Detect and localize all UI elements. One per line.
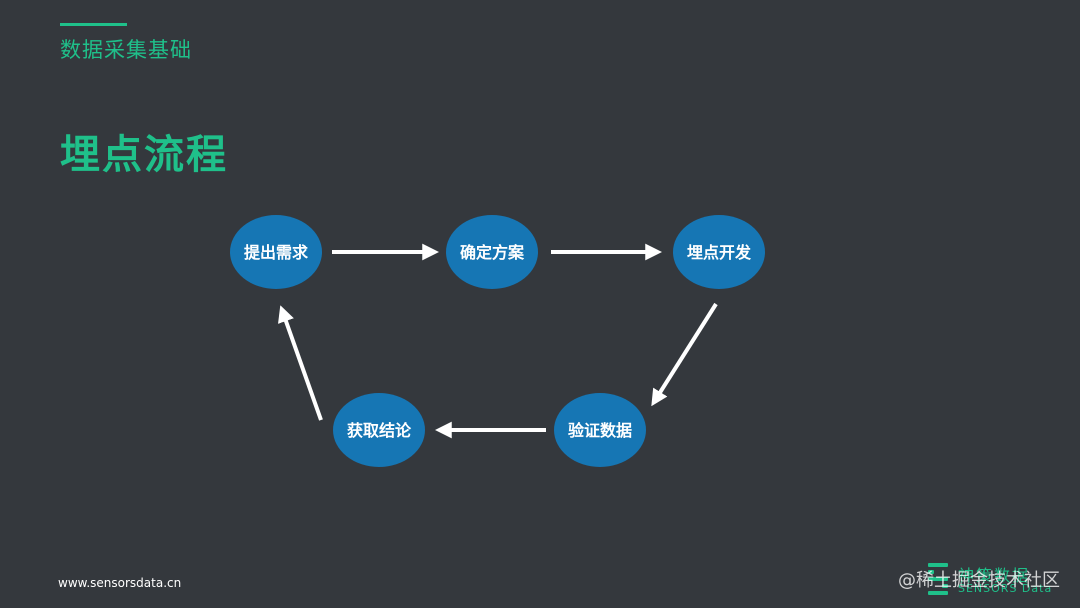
node-verify: 验证数据	[554, 393, 646, 467]
node-conclude: 获取结论	[333, 393, 425, 467]
arrow-develop-to-verify	[651, 302, 718, 407]
node-label: 验证数据	[568, 421, 632, 440]
node-plan: 确定方案	[446, 215, 538, 289]
brand-name-cn: 神策数据	[958, 566, 1031, 585]
watermark: @稀土掘金技术社区	[898, 570, 1060, 591]
node-label: 埋点开发	[687, 243, 752, 262]
node-label: 确定方案	[460, 243, 525, 262]
node-label: 获取结论	[347, 421, 412, 440]
brand-name-en: SENSORS Data	[958, 582, 1053, 595]
sensors-logo-icon	[928, 563, 948, 595]
section-title: 数据采集基础	[60, 38, 192, 62]
node-label: 提出需求	[244, 243, 309, 262]
node-develop: 埋点开发	[673, 215, 765, 289]
brand-logo: 神策数据 SENSORS Data	[928, 562, 1073, 598]
slide-title: 埋点流程	[60, 132, 228, 178]
title-accent-line	[60, 23, 127, 26]
node-requirement: 提出需求	[230, 215, 322, 289]
arrow-conclude-to-requirement	[278, 305, 323, 421]
footer-url: www.sensorsdata.cn	[58, 576, 182, 590]
